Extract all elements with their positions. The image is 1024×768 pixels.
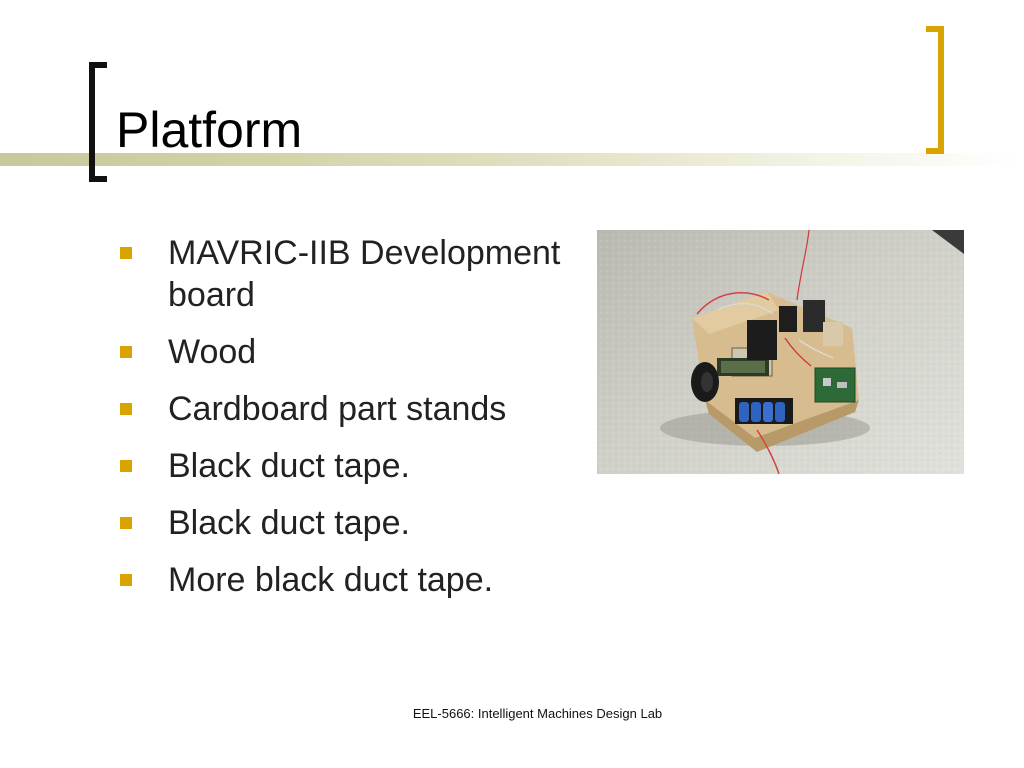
left-bracket xyxy=(89,62,107,182)
bullet-text: Black duct tape. xyxy=(168,504,410,542)
slide-footer: EEL-5666: Intelligent Machines Design La… xyxy=(412,706,663,721)
bullet-text: Black duct tape. xyxy=(168,447,410,485)
bullet-item: Wood xyxy=(118,331,578,373)
right-bracket xyxy=(926,26,944,154)
square-bullet-icon xyxy=(120,517,132,529)
bullet-item: Black duct tape. xyxy=(118,502,578,544)
bullet-item: Cardboard part stands xyxy=(118,388,578,430)
bullet-item: Black duct tape. xyxy=(118,445,578,487)
bullet-text: Wood xyxy=(168,333,257,371)
square-bullet-icon xyxy=(120,247,132,259)
bullet-item: MAVRIC-IIB Development board xyxy=(118,232,578,316)
bullet-text: More black duct tape. xyxy=(168,561,494,599)
bullet-list: MAVRIC-IIB Development board Wood Cardbo… xyxy=(118,232,578,616)
square-bullet-icon xyxy=(120,460,132,472)
square-bullet-icon xyxy=(120,574,132,586)
bullet-text: MAVRIC-IIB Development board xyxy=(168,234,561,314)
slide-title: Platform xyxy=(116,102,303,158)
robot-platform-photo xyxy=(597,230,964,474)
bullet-text: Cardboard part stands xyxy=(168,390,507,428)
title-band xyxy=(0,153,1024,166)
bullet-item: More black duct tape. xyxy=(118,559,578,601)
square-bullet-icon xyxy=(120,346,132,358)
square-bullet-icon xyxy=(120,403,132,415)
